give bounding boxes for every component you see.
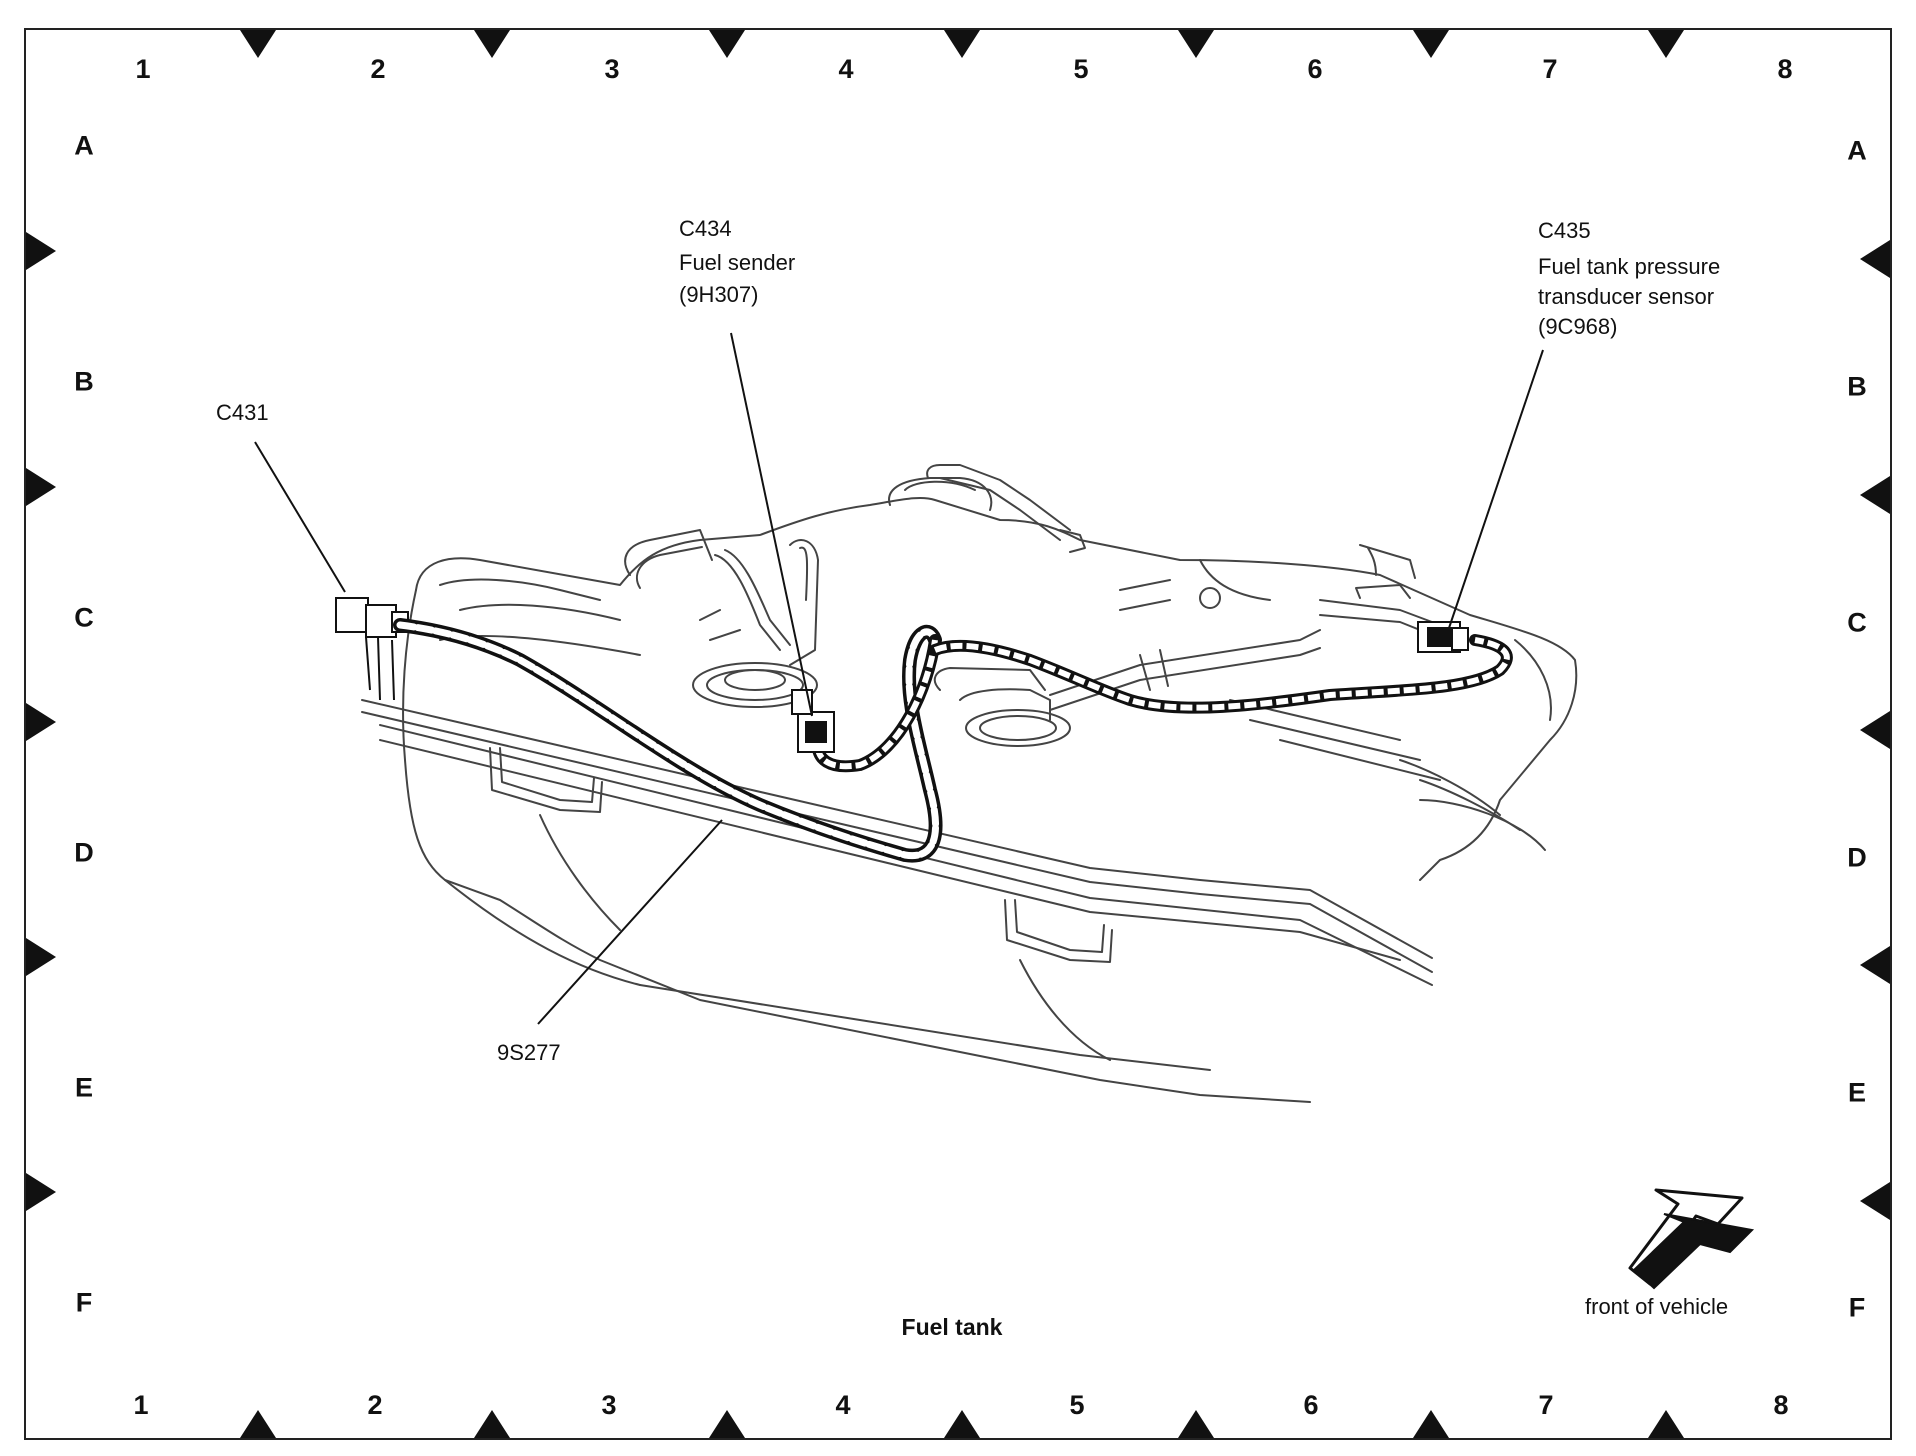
column-label-1-bottom: 1 <box>133 1390 149 1420</box>
row-label-c: C <box>74 602 94 633</box>
row-label-c-right: C <box>1847 607 1867 638</box>
column-label-8-bottom: 8 <box>1773 1390 1789 1420</box>
callout-harness-9s277-label: 9S277 <box>497 1040 561 1065</box>
column-label-8: 8 <box>1777 54 1793 84</box>
leader-lines <box>254 332 1544 1025</box>
row-label-b-right: B <box>1847 371 1867 402</box>
row-label-b: B <box>74 366 94 397</box>
column-label-1: 1 <box>135 54 151 84</box>
column-label-3: 3 <box>604 54 620 84</box>
column-label-6: 6 <box>1307 54 1323 84</box>
row-label-e-right: E <box>1847 1077 1867 1108</box>
callout-c434-part-number: (9H307) <box>679 282 759 307</box>
row-label-a: A <box>74 130 94 161</box>
row-label-a-right: A <box>1847 135 1867 166</box>
column-label-7: 7 <box>1542 54 1558 84</box>
harness-9s277 <box>393 618 1513 863</box>
front-of-vehicle-label: front of vehicle <box>1585 1294 1729 1319</box>
fuel-tank-body <box>361 464 1578 1103</box>
column-label-4: 4 <box>838 54 854 84</box>
row-label-d-right: D <box>1847 842 1867 873</box>
column-label-6-bottom: 6 <box>1303 1390 1319 1420</box>
column-label-2: 2 <box>370 54 386 84</box>
row-label-f-right: F <box>1848 1292 1866 1323</box>
callout-c435-part-number: (9C968) <box>1538 314 1618 339</box>
column-label-5-bottom: 5 <box>1069 1390 1085 1420</box>
column-label-2-bottom: 2 <box>367 1390 383 1420</box>
column-label-3-bottom: 3 <box>601 1390 617 1420</box>
diagram-title: Fuel tank <box>901 1314 1003 1340</box>
column-label-4-bottom: 4 <box>835 1390 851 1420</box>
callout-c435-description-line2: transducer sensor <box>1538 284 1715 309</box>
callout-c431-label: C431 <box>216 400 269 425</box>
callout-c434-label: C434 <box>679 216 732 241</box>
row-label-e: E <box>74 1072 94 1103</box>
row-label-d: D <box>74 837 94 868</box>
callout-c435-description-line1: Fuel tank pressure <box>1538 254 1721 279</box>
column-label-5: 5 <box>1073 54 1089 84</box>
callout-c434-description: Fuel sender <box>679 250 796 275</box>
front-of-vehicle-arrow-icon <box>1628 1188 1755 1290</box>
c431-connector <box>335 597 409 701</box>
c434-connector <box>791 689 835 753</box>
callout-c435-label: C435 <box>1538 218 1591 243</box>
border-frame <box>24 28 1892 1440</box>
c435-connector <box>1417 621 1469 653</box>
row-label-f: F <box>75 1287 93 1318</box>
column-label-7-bottom: 7 <box>1538 1390 1554 1420</box>
